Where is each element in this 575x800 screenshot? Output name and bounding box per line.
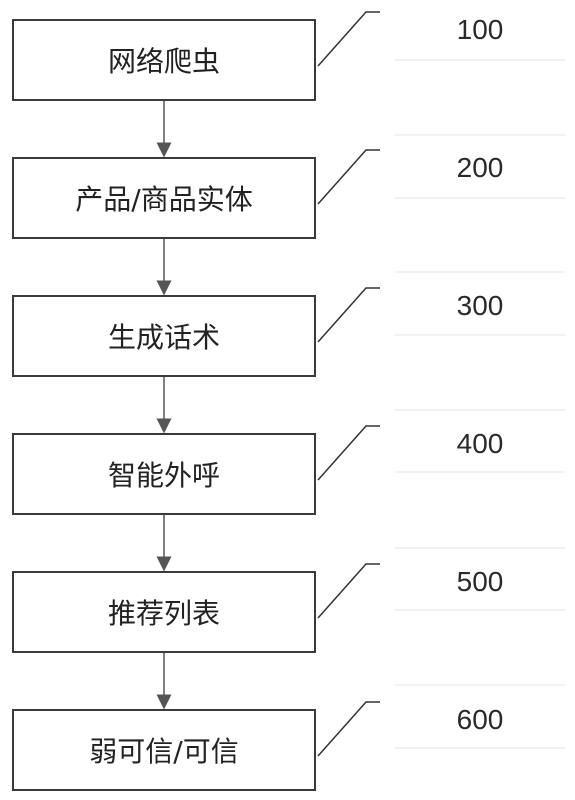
leader-line-500 [317,563,380,619]
step-box-smart-outbound-call: 智能外呼 [12,433,316,515]
leader-line-100 [317,11,380,67]
step-box-generate-script: 生成话术 [12,295,316,377]
leader-line-600 [317,701,380,757]
step-box-trust-level: 弱可信/可信 [12,709,316,791]
leader-line-300 [317,287,380,343]
ref-number-100: 100 [456,14,504,45]
leader-line-200 [317,149,380,205]
ref-number-500: 500 [456,566,504,597]
ref-number-200: 200 [456,152,504,183]
faint-guides [395,59,565,749]
leader-line-400 [317,425,380,481]
step-box-product-entity: 产品/商品实体 [12,157,316,239]
step-box-web-crawler: 网络爬虫 [12,19,316,101]
step-label: 网络爬虫 [107,45,220,78]
ref-number-300: 300 [456,290,504,321]
step-label: 智能外呼 [107,459,220,492]
ref-number-600: 600 [456,704,504,735]
step-label: 推荐列表 [107,597,220,630]
step-label: 生成话术 [107,321,220,354]
ref-number-400: 400 [456,428,504,459]
step-label: 产品/商品实体 [75,183,253,216]
step-box-recommendation-list: 推荐列表 [12,571,316,653]
step-label: 弱可信/可信 [89,735,239,768]
